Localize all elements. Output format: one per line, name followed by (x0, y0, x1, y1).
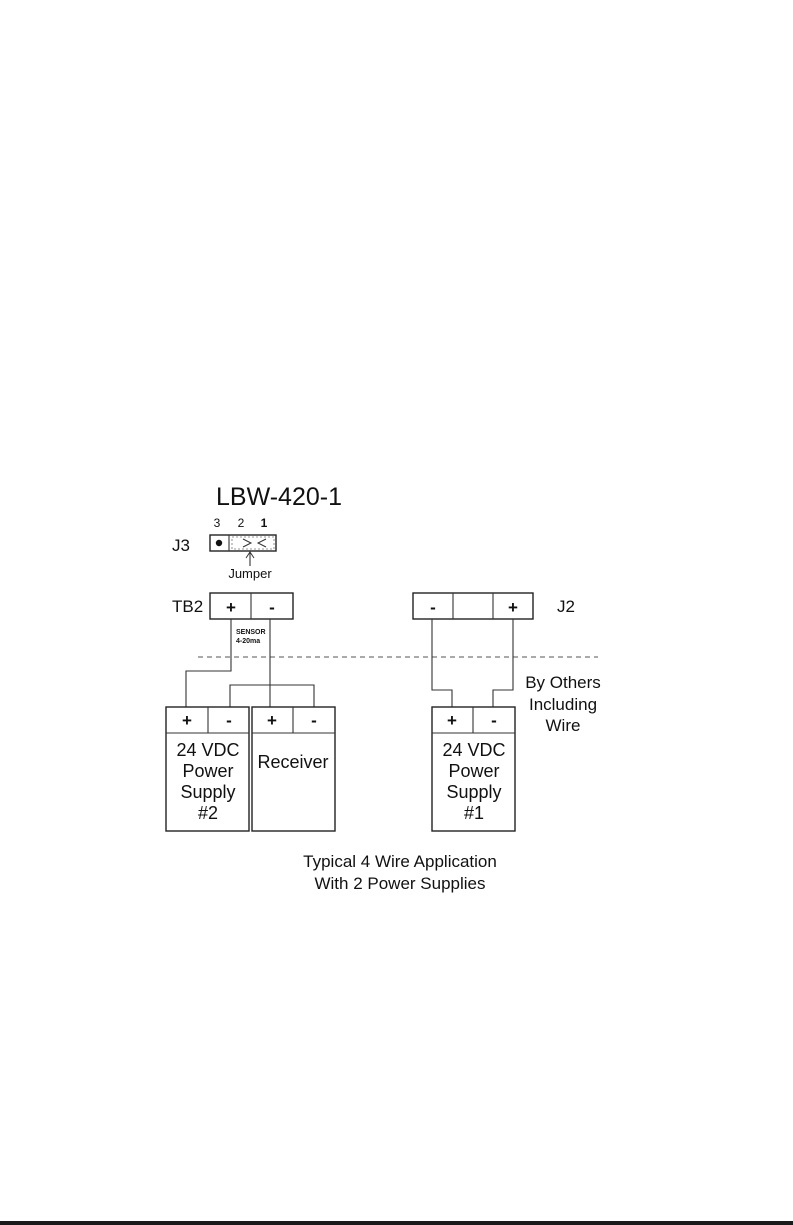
device-title: LBW-420-1 (216, 483, 342, 511)
ps1-line1: 24 VDC (442, 740, 505, 760)
tb2-label: TB2 (172, 597, 203, 616)
wire-ps2-minus-to-receiver-minus (230, 685, 314, 707)
j2-plus: + (508, 598, 518, 617)
caption-line2: With 2 Power Supplies (314, 874, 485, 893)
receiver-minus: - (311, 711, 317, 730)
j3-pin2-number: 2 (238, 516, 245, 530)
ps1-plus: + (447, 711, 457, 730)
wire-j2-minus-to-ps1-plus (432, 619, 452, 707)
j2-minus: - (430, 598, 436, 617)
sensor-label: SENSOR (236, 629, 266, 636)
by-others-line3: Wire (546, 716, 581, 735)
wire-tb2-plus-to-ps2-plus (186, 619, 231, 707)
j3-pin3-dot (216, 540, 222, 546)
sensor-range-label: 4-20ma (236, 638, 260, 645)
tb2-minus: - (269, 598, 275, 617)
ps1-line4: #1 (464, 803, 484, 823)
tb2-plus: + (226, 598, 236, 617)
by-others-line1: By Others (525, 673, 601, 692)
ps1-line2: Power (448, 761, 499, 781)
ps2-minus: - (226, 711, 232, 730)
j3-pin1-number: 1 (261, 516, 268, 530)
receiver-label: Receiver (257, 752, 328, 772)
j3-label: J3 (172, 536, 190, 555)
page-bottom-edge (0, 1221, 793, 1225)
ps2-line2: Power (182, 761, 233, 781)
ps2-plus: + (182, 711, 192, 730)
ps2-line3: Supply (180, 782, 235, 802)
j3-pin3-number: 3 (214, 516, 221, 530)
jumper-label: Jumper (228, 566, 272, 581)
ps2-line4: #2 (198, 803, 218, 823)
ps1-minus: - (491, 711, 497, 730)
ps1-line3: Supply (446, 782, 501, 802)
by-others-line2: Including (529, 695, 597, 714)
wire-j2-plus-to-ps1-minus (493, 619, 513, 707)
j2-label: J2 (557, 597, 575, 616)
ps2-line1: 24 VDC (176, 740, 239, 760)
receiver-plus: + (267, 711, 277, 730)
caption-line1: Typical 4 Wire Application (303, 852, 497, 871)
